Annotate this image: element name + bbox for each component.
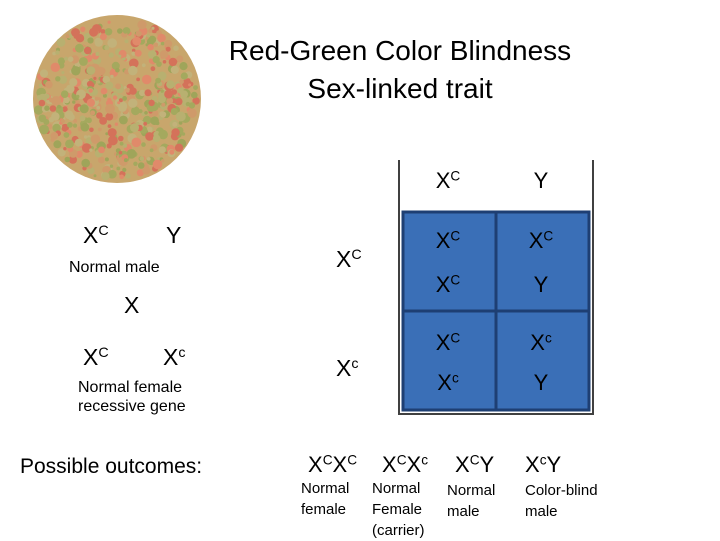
cell-2-1-bottom: Xc [437, 370, 459, 395]
slide-title: Red-Green Color Blindness Sex-linked tra… [150, 32, 650, 108]
ishihara-plate-icon [33, 15, 201, 183]
outcome-2-genotype: XCXc [382, 452, 429, 477]
cell-1-1-top: XC [435, 228, 461, 253]
col-header-2: Y [533, 168, 549, 193]
cell-2-1-top: XC [435, 330, 461, 355]
row-header-2: Xc [336, 355, 359, 381]
outcomes-label: Possible outcomes: [20, 455, 203, 478]
row-header-1: XC [336, 246, 362, 272]
outcome-1-genotype: XCXC [308, 452, 358, 477]
male-allele-2: Y [166, 222, 182, 248]
cross-symbol: X [124, 292, 140, 318]
title-line-2: Sex-linked trait [307, 73, 493, 104]
cell-1-2-bottom: Y [533, 272, 549, 297]
punnett-square [398, 160, 594, 415]
female-allele-2: Xc [163, 344, 186, 370]
female-caption: Normal female recessive gene [78, 379, 186, 415]
outcome-4-genotype: XcY [525, 452, 562, 477]
cell-2-2-top: Xc [530, 330, 552, 355]
male-caption: Normal male [69, 259, 160, 276]
cell-1-1-bottom: XC [435, 272, 461, 297]
title-line-1: Red-Green Color Blindness [228, 35, 572, 66]
female-allele-1: XC [83, 344, 109, 370]
outcome-3-genotype: XCY [455, 452, 495, 477]
male-allele-1: XC [83, 222, 109, 248]
cell-1-2-top: XC [528, 228, 554, 253]
cell-2-2-bottom: Y [533, 370, 549, 395]
col-header-1: XC [435, 168, 461, 193]
